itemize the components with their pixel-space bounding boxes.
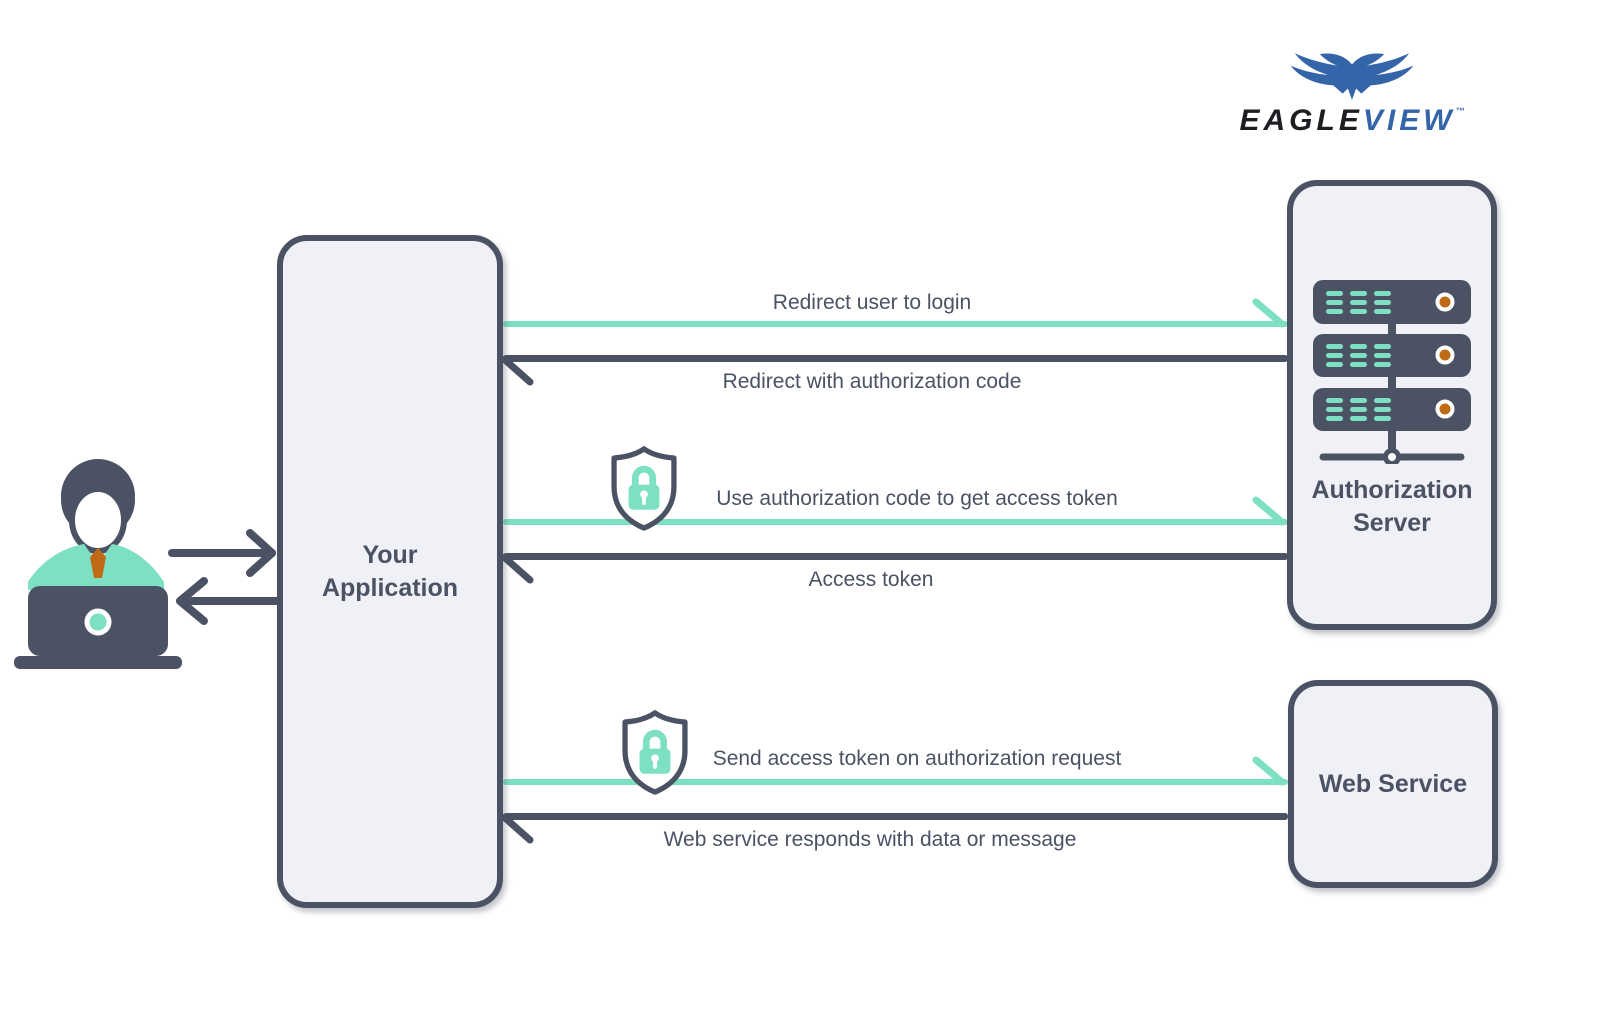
authorization-server-title-line1: Authorization [1311, 476, 1473, 504]
flow-label: Access token [808, 568, 934, 591]
flow-label: Redirect user to login [772, 291, 972, 314]
flow-label: Send access token on authorization reque… [712, 747, 1122, 770]
your-application-title-line2: Application [321, 573, 459, 602]
eagle-wings-icon [1290, 53, 1414, 100]
authorization-server-title-line2: Server [1353, 509, 1431, 537]
arrowhead-right-icon [1252, 298, 1286, 328]
arrowhead-left-icon [500, 356, 534, 386]
logo-word-eagle: EAGLE [1239, 104, 1363, 137]
arrowhead-right-icon [1252, 496, 1286, 526]
web-service-node: Web Service [1288, 680, 1498, 888]
flow-arrow-send-access-token [503, 779, 1288, 785]
flow-arrow-use-authorization-code [503, 519, 1288, 525]
flow-label: Use authorization code to get access tok… [716, 487, 1118, 510]
shield-lock-icon [622, 710, 688, 795]
flow-arrow-access-token [503, 553, 1288, 560]
server-stack-icon [1313, 280, 1471, 464]
shield-lock-icon [611, 446, 677, 531]
arrowhead-left-icon [500, 554, 534, 584]
eagleview-logo: EAGLEVIEW™ [1222, 50, 1482, 138]
logo-trademark: ™ [1455, 106, 1465, 116]
logo-word-view: VIEW [1362, 104, 1456, 137]
user-app-arrows-icon [168, 529, 289, 625]
eagleview-wordmark: EAGLEVIEW™ [1222, 104, 1482, 138]
authorization-server-title: Authorization Server [1311, 474, 1472, 540]
flow-arrow-redirect-user-to-login [503, 321, 1288, 327]
your-application-title: Your Application [322, 539, 458, 605]
your-application-title-line1: Your [362, 540, 418, 569]
flow-label: Web service responds with data or messag… [663, 828, 1077, 851]
person-at-laptop-icon [14, 459, 182, 669]
flow-label: Redirect with authorization code [722, 370, 1022, 393]
web-service-title: Web Service [1318, 769, 1468, 798]
flow-arrow-web-service-responds [503, 813, 1288, 820]
arrowhead-left-icon [500, 814, 534, 844]
your-application-node: Your Application [277, 235, 503, 908]
arrowhead-right-icon [1252, 756, 1286, 786]
flow-arrow-redirect-with-authorization-code [503, 355, 1288, 362]
